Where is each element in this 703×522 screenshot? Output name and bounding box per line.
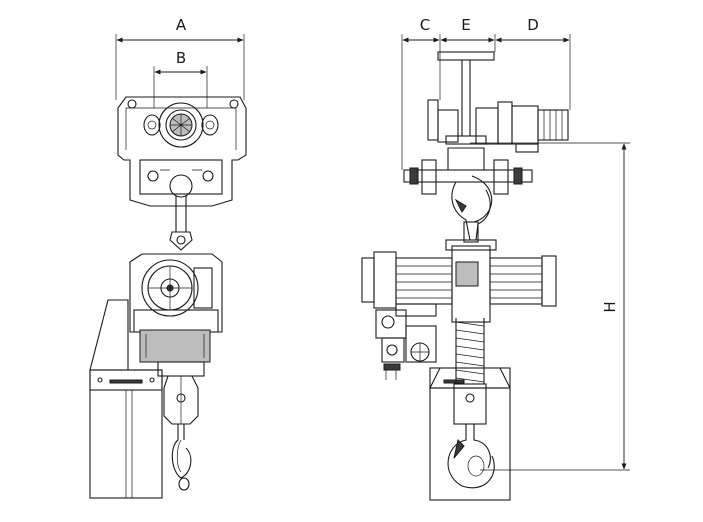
dimension-b: B (153, 49, 208, 108)
dimension-a: A (115, 16, 245, 100)
spring-chain-side (455, 318, 485, 384)
side-view: C E D H (361, 16, 630, 501)
trolley-side (403, 99, 569, 195)
trolley-front (117, 96, 247, 207)
dimension-c: C (401, 16, 441, 170)
bottom-hook-front (157, 361, 205, 491)
front-view: A B (89, 16, 247, 499)
dimension-h-label: H (601, 301, 619, 312)
chain-bucket-side (429, 367, 511, 501)
upper-hook-side (451, 175, 493, 243)
bottom-hook-side (447, 383, 495, 489)
control-box-side (375, 309, 437, 380)
chain-bucket-front (89, 299, 163, 499)
dimension-e-label: E (461, 16, 470, 34)
hoist-body-side (361, 239, 557, 323)
i-beam-side (437, 51, 495, 145)
dimension-a-label: A (176, 16, 187, 34)
dimension-b-label: B (176, 49, 186, 67)
dimension-d: D (495, 16, 571, 110)
hoist-body-front (129, 253, 223, 363)
suspension-hook-front (169, 196, 193, 251)
dimension-h: H (470, 142, 630, 471)
dimension-d-label: D (527, 16, 539, 34)
dimension-c-label: C (420, 16, 430, 34)
dimension-e: E (440, 16, 496, 52)
